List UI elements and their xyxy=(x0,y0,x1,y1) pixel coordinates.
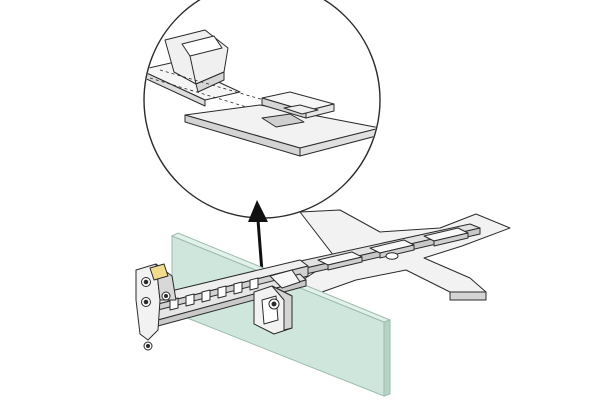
clamp-tab xyxy=(269,269,301,289)
detail-plate-slot xyxy=(261,113,305,128)
bracket-accent-cap xyxy=(149,263,169,281)
x-track-side xyxy=(449,291,487,301)
glass-clamp xyxy=(253,269,301,335)
detail-arrow xyxy=(248,200,268,273)
detail-callout xyxy=(143,0,381,219)
x-track xyxy=(283,209,511,301)
x-track-hole xyxy=(385,252,399,260)
arm-rail-slots xyxy=(169,277,259,311)
arm-rail xyxy=(149,259,309,327)
glass-panel-edge xyxy=(383,319,391,397)
detail-content xyxy=(145,29,379,157)
mounting-bracket xyxy=(135,263,177,351)
